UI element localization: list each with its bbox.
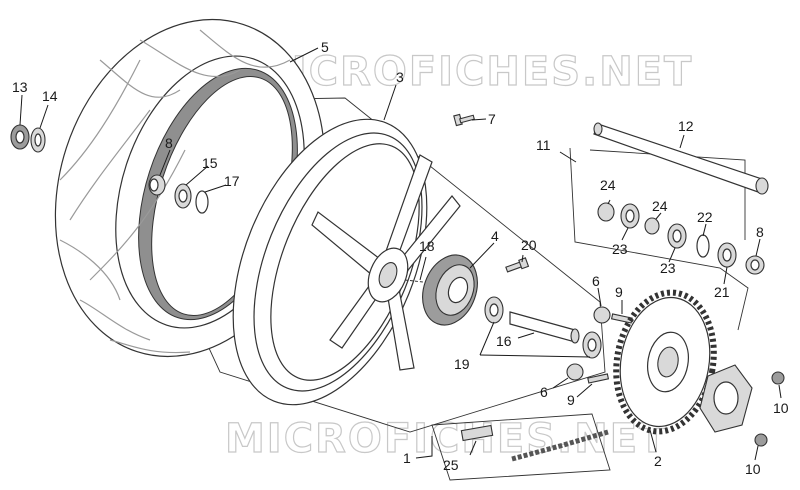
circlip-17 <box>195 190 209 214</box>
chain-link-25 <box>460 424 494 442</box>
axle-12 <box>593 122 769 195</box>
bearing-21 <box>717 242 737 268</box>
bearing-19-right <box>582 331 602 359</box>
axle-assembly-frame <box>569 147 749 331</box>
callout-24-a: 24 <box>600 177 616 193</box>
callout-6-upper: 6 <box>592 273 600 289</box>
circlip-22 <box>696 234 710 258</box>
callout-8-left: 8 <box>165 135 173 151</box>
sprocket-flange <box>699 364 753 433</box>
callout-2: 2 <box>654 453 662 469</box>
bush-6-upper <box>593 306 611 324</box>
spacer-24-a <box>597 202 615 222</box>
spacer-8-right <box>745 255 765 275</box>
spacer-8-left <box>148 174 166 196</box>
watermark-bottom: MICROFICHES.NET <box>225 416 668 462</box>
callout-11: 11 <box>536 137 551 153</box>
callout-labels: 13 14 5 3 8 15 17 7 4 18 20 16 19 11 12 … <box>12 39 789 477</box>
callout-12: 12 <box>678 118 694 134</box>
nut-13 <box>10 124 30 150</box>
chain-box <box>431 413 611 481</box>
bearing-19-left <box>484 296 504 324</box>
callout-9-lower: 9 <box>567 392 575 408</box>
callout-25: 25 <box>443 457 459 473</box>
callout-17: 17 <box>224 173 240 189</box>
callout-23-b: 23 <box>660 260 676 276</box>
callout-1: 1 <box>403 450 411 466</box>
rear-sprocket <box>613 289 717 435</box>
callout-4: 4 <box>491 228 499 244</box>
bolt-9-lower <box>587 373 610 384</box>
nut-10-lower <box>754 433 768 447</box>
bolt-7 <box>453 113 475 127</box>
callout-7: 7 <box>488 111 496 127</box>
washer-14 <box>30 127 46 153</box>
callout-15: 15 <box>202 155 218 171</box>
callout-3: 3 <box>396 69 404 85</box>
bush-6-lower <box>566 363 584 381</box>
bearing-15 <box>174 183 192 209</box>
spacer-24-b <box>644 217 660 235</box>
nut-10-upper <box>771 371 785 385</box>
callout-21: 21 <box>714 284 730 300</box>
callout-5: 5 <box>321 39 329 55</box>
wheel-rim <box>232 118 461 406</box>
callout-6-lower: 6 <box>540 384 548 400</box>
chain-25 <box>511 429 609 462</box>
bearing-23-a <box>620 203 640 229</box>
callout-16: 16 <box>496 333 512 349</box>
cush-drive-hub <box>422 254 478 326</box>
callout-23-a: 23 <box>612 241 628 257</box>
callout-14: 14 <box>42 88 58 104</box>
callout-13: 13 <box>12 79 28 95</box>
callout-18: 18 <box>419 238 435 254</box>
callout-10-upper: 10 <box>773 400 789 416</box>
callout-24-b: 24 <box>652 198 668 214</box>
callout-9-upper: 9 <box>615 284 623 300</box>
callout-8-right: 8 <box>756 224 764 240</box>
axle-frame-top <box>589 149 746 240</box>
bearing-23-b <box>667 223 687 249</box>
callout-10-lower: 10 <box>745 461 761 477</box>
spacer-16 <box>509 311 580 344</box>
leader-lines <box>19 47 782 461</box>
callout-19: 19 <box>454 356 470 372</box>
callout-20: 20 <box>521 237 537 253</box>
screw-20 <box>505 257 530 273</box>
callout-22: 22 <box>697 209 713 225</box>
watermark-top: MICROFICHES.NET <box>250 49 693 95</box>
